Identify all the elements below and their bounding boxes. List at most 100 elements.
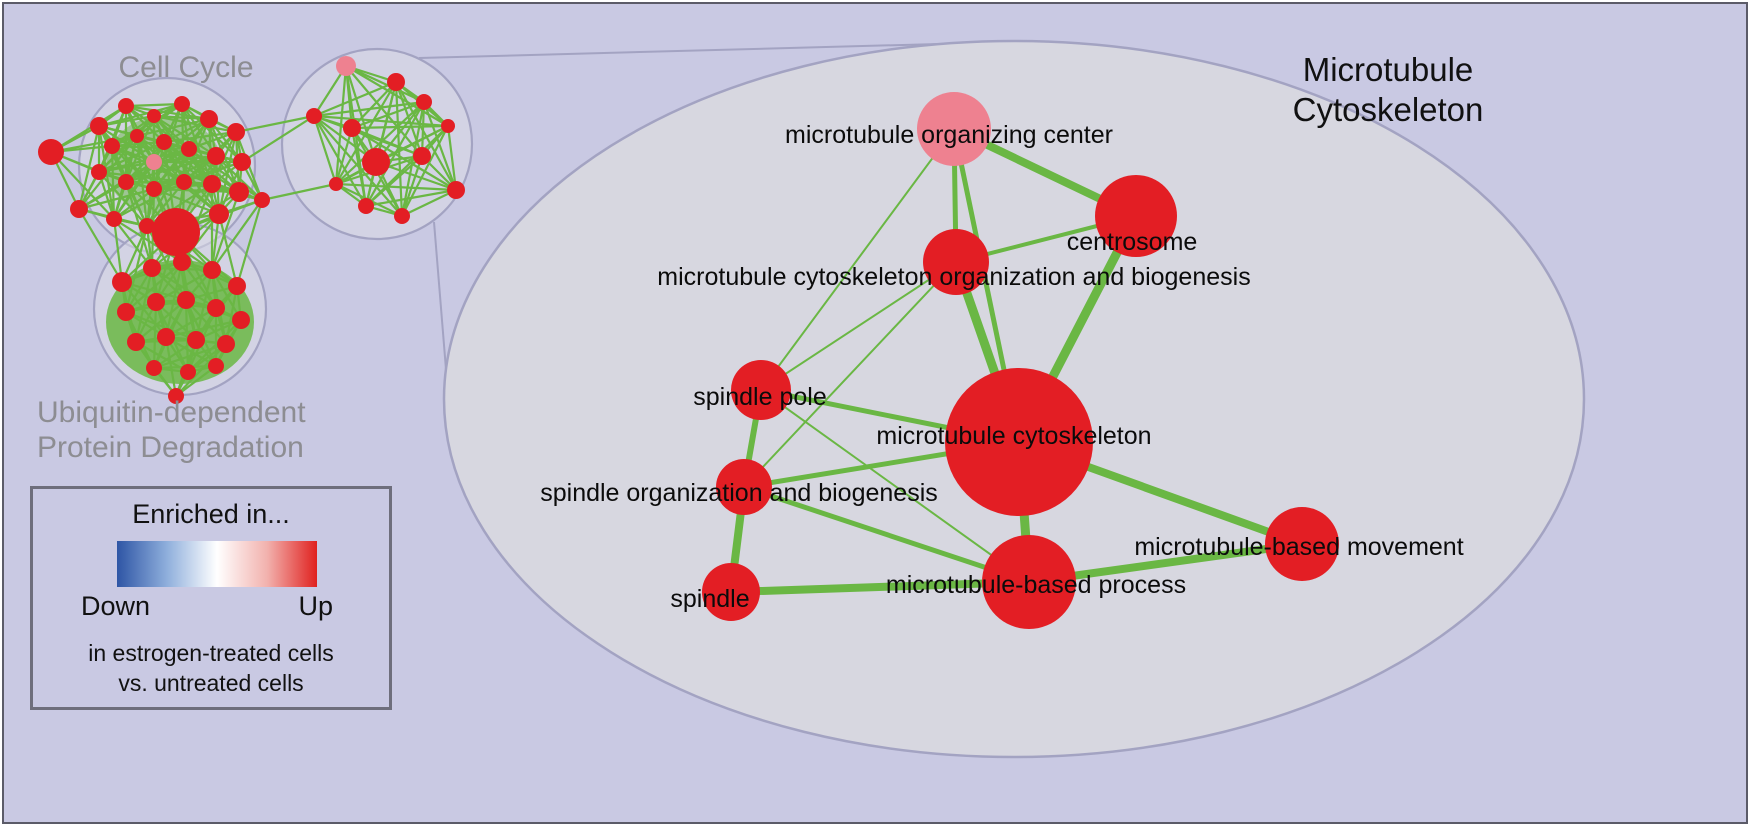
mini-edge	[145, 180, 186, 228]
mini-node	[181, 141, 197, 157]
mini-edge	[124, 310, 198, 342]
legend-gradient-bar	[117, 541, 317, 587]
detail-node-spindle-pole	[731, 360, 791, 420]
mini-edge	[152, 114, 218, 158]
detail-edge-moc--spindle-pole	[760, 128, 955, 391]
detail-node-label-spindle-org: spindle organization and biogenesis	[540, 479, 938, 507]
mini-edge	[260, 182, 338, 202]
mini-node	[180, 364, 196, 380]
mini-edge	[49, 104, 128, 154]
mini-node	[413, 147, 431, 165]
mini-edge	[182, 160, 244, 184]
mini-node	[176, 174, 192, 190]
legend-up-label: Up	[298, 591, 333, 621]
mini-edge	[312, 114, 450, 128]
detail-node-moc	[917, 92, 991, 166]
mini-edge	[334, 126, 354, 186]
detail-edge-mt-process--spindle	[727, 578, 1033, 596]
mini-node	[157, 328, 175, 346]
detail-node-mt-cytoskeleton	[945, 368, 1093, 516]
mini-edge	[350, 126, 368, 208]
detail-title: Microtubule Cytoskeleton	[1293, 50, 1484, 129]
mini-node	[387, 73, 405, 91]
mini-edge	[77, 187, 156, 211]
mini-node	[217, 335, 235, 353]
mini-node	[147, 293, 165, 311]
mini-node	[358, 198, 374, 214]
mini-edge	[124, 180, 149, 228]
mini-edge	[186, 318, 243, 374]
mini-edge	[420, 100, 426, 158]
mini-node	[38, 139, 64, 165]
mini-edge	[164, 260, 184, 339]
mini-node	[147, 109, 161, 123]
mini-edge	[217, 212, 239, 288]
mini-edge	[350, 100, 426, 130]
detail-title-line1: Microtubule	[1302, 51, 1474, 88]
detail-node-label-centrosome: centrosome	[1067, 228, 1198, 256]
mini-edge	[97, 170, 116, 221]
mini-node	[118, 174, 134, 190]
mini-node	[228, 277, 246, 295]
mini-edge	[312, 80, 398, 118]
cluster-label-ubiquitin: Ubiquitin-dependent Protein Degradation	[37, 395, 306, 466]
mini-edge	[112, 180, 186, 221]
mini-node	[207, 147, 225, 165]
mini-node	[130, 129, 144, 143]
mini-edge	[124, 260, 184, 314]
mini-node	[91, 164, 107, 180]
mini-node	[139, 218, 155, 234]
mini-node	[168, 388, 184, 404]
mini-edge	[120, 224, 149, 284]
mini-edge	[180, 212, 221, 264]
mini-node	[203, 261, 221, 279]
mini-node	[233, 153, 251, 171]
detail-node-label-mt-cytoskeleton: microtubule cytoskeleton	[876, 422, 1151, 450]
mini-edge	[422, 100, 458, 192]
mini-node	[118, 98, 134, 114]
mini-edge	[210, 268, 243, 322]
mini-edge	[97, 134, 139, 174]
mini-edge	[240, 114, 316, 164]
mini-node	[447, 181, 465, 199]
detail-node-centrosome	[1095, 175, 1177, 257]
legend-title: Enriched in...	[132, 499, 290, 529]
mini-node	[146, 360, 162, 376]
detail-node-label-mt-movement: microtubule-based movement	[1134, 533, 1463, 561]
mini-node	[232, 311, 250, 329]
mini-edge	[210, 198, 264, 272]
mini-edge	[112, 217, 124, 284]
detail-node-label-mt-cyto-org: microtubule cytoskeleton organization an…	[657, 263, 1250, 291]
mini-node	[146, 181, 162, 197]
mini-edge	[334, 182, 458, 192]
mini-node	[112, 272, 132, 292]
mini-node	[152, 208, 200, 256]
mini-node	[362, 148, 390, 176]
mini-edge	[97, 147, 191, 174]
mini-node	[208, 358, 224, 374]
mini-edge	[77, 207, 124, 284]
mini-node	[200, 110, 218, 128]
mini-edge	[210, 190, 241, 272]
detail-node-spindle-org	[716, 459, 772, 515]
mini-edge	[49, 150, 116, 221]
mini-edge	[134, 298, 188, 344]
mini-edge	[162, 130, 238, 144]
mini-node	[177, 291, 195, 309]
cluster-label-ubiquitin-line2: Protein Degradation	[37, 431, 304, 465]
mini-edge	[312, 114, 338, 186]
detail-node-mt-movement	[1265, 507, 1339, 581]
legend-down-label: Down	[81, 591, 151, 621]
mini-node	[209, 204, 229, 224]
mini-edge	[112, 187, 156, 221]
mini-node	[227, 123, 245, 141]
detail-edge-spindle-pole--mt-process	[760, 389, 1030, 583]
mini-edge	[154, 268, 214, 304]
mini-node	[146, 154, 162, 170]
mini-edge	[97, 170, 186, 184]
detail-node-label-moc: microtubule organizing center	[785, 121, 1113, 149]
mini-node	[106, 211, 122, 227]
mini-edge	[400, 124, 450, 218]
mini-edge	[135, 117, 211, 138]
mini-node	[117, 303, 135, 321]
